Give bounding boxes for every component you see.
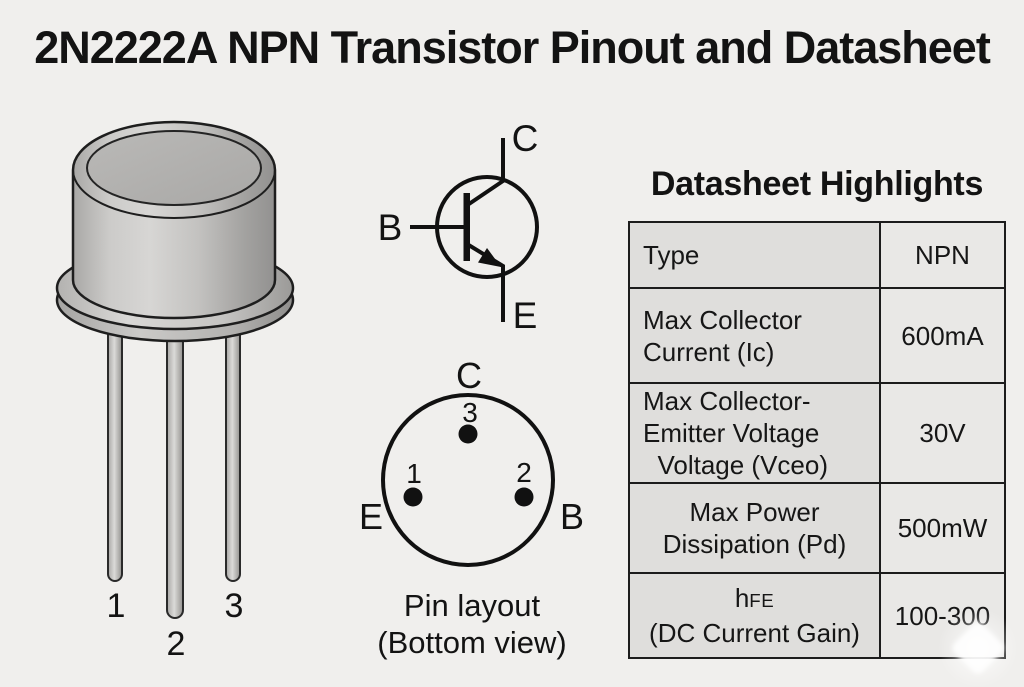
can-top-face (86, 130, 262, 206)
pin-layout-drawing: C 3 1 2 E B (359, 355, 584, 567)
pin3-number: 3 (462, 397, 478, 428)
hfe-description: (DC Current Gain) (649, 618, 860, 648)
npn-symbol-drawing: C B E (378, 118, 539, 333)
can-seam (72, 169, 276, 219)
lead-label-3: 3 (225, 587, 244, 625)
pin3-dot (458, 424, 478, 444)
table-value-max-power: 500mW (881, 482, 1004, 572)
pin-layout-caption: Pin layout (Bottom view) (352, 587, 592, 661)
table-label-max-ce-voltage: Max Collector- Emitter Voltage Voltage (… (630, 382, 881, 482)
symbol-collector-lead (464, 138, 505, 208)
table-label-hfe: hFE (DC Current Gain) (630, 572, 881, 657)
table-label-max-collector-current: Max Collector Current (Ic) (630, 287, 881, 382)
table-label-type: Type (630, 223, 881, 287)
table-value-type: NPN (881, 223, 1004, 287)
lead-label-1: 1 (107, 587, 126, 625)
pin-layout-caption-line1: Pin layout (403, 588, 541, 623)
table-value-hfe: 100-300 (881, 572, 1004, 657)
datasheet-heading: Datasheet Highlights (650, 165, 984, 203)
symbol-emitter-lead (465, 242, 505, 322)
transistor-leads (107, 324, 241, 619)
pin-layout-left-letter: E (359, 496, 383, 537)
symbol-emitter-arrow (478, 248, 501, 267)
pin2-number: 2 (516, 457, 532, 488)
table-label-max-power: Max Power Dissipation (Pd) (630, 482, 881, 572)
pin-layout-circle (381, 393, 555, 567)
table-value-max-ce-voltage: 30V (881, 382, 1004, 482)
pin-layout-caption-line2: (Bottom view) (377, 625, 567, 660)
pin1-number: 1 (406, 458, 422, 489)
symbol-emitter-label: E (513, 295, 538, 333)
symbol-collector-label: C (512, 118, 539, 159)
pin-layout-right-letter: B (560, 496, 584, 537)
table-value-max-collector-current: 600mA (881, 287, 1004, 382)
transistor-photo-illustration: 1 2 3 (55, 120, 295, 663)
pin-layout-top-letter: C (456, 355, 482, 396)
page-title: 2N2222A NPN Transistor Pinout and Datash… (34, 22, 991, 73)
pin2-dot (514, 487, 534, 507)
symbol-base-label: B (378, 207, 403, 248)
datasheet-table: Type NPN Max Collector Current (Ic) 600m… (628, 221, 1006, 659)
lead-label-2: 2 (167, 625, 186, 663)
pin1-dot (403, 487, 423, 507)
hfe-symbol: hFE (734, 583, 775, 613)
symbol-base-bar (463, 193, 470, 261)
